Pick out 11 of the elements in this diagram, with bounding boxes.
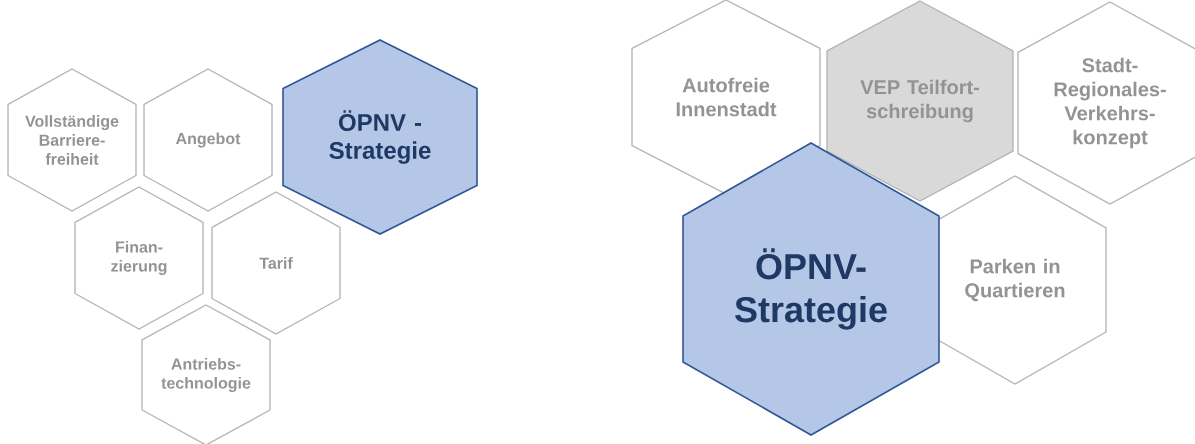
hexagon: ÖPNV - Strategie (282, 39, 478, 235)
hexagon: VEP Teilfort- schreibung (826, 0, 1014, 202)
hexagon: Autofreie Innenstadt (631, 0, 821, 195)
hexagon: Stadt- Regionales- Verkehrs- konzept (1017, 1, 1195, 205)
hexagon: Parken in Quartieren (923, 175, 1107, 385)
hexagon: ÖPNV- Strategie (682, 142, 940, 436)
hexagon: Finan- zierung (74, 186, 204, 330)
hexagon: Antriebs- technologie (141, 304, 271, 444)
hexagon: Tarif (211, 191, 341, 335)
hexagon: Vollständige Barriere- freiheit (7, 68, 137, 212)
hexagon: Angebot (143, 68, 273, 212)
